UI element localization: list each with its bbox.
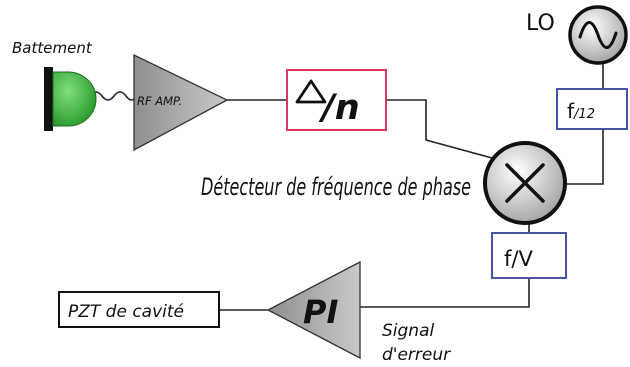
photodiode	[44, 67, 97, 131]
f12-label: f/12	[567, 99, 595, 123]
delta-icon	[295, 79, 327, 104]
sine-wave-icon	[578, 21, 618, 49]
f12-box	[556, 88, 628, 130]
wire-photodiode-to-amp	[89, 91, 137, 101]
rf-amplifier	[133, 53, 229, 152]
lo-label: LO	[526, 11, 555, 36]
detector-label: Détecteur de fréquence de phase	[201, 173, 471, 201]
error-signal-label-line2: d'erreur	[382, 345, 451, 365]
wire-fv-to-pi	[360, 278, 530, 308]
wire-divider-to-mixer	[386, 99, 493, 159]
fv-label: f/V	[504, 247, 533, 271]
photodiode-dome	[52, 71, 97, 127]
photodiode-base	[44, 67, 53, 131]
pzt-label: PZT de cavité	[68, 302, 184, 322]
divider-box	[286, 69, 387, 131]
pi-controller	[266, 260, 361, 360]
fv-block: f/V	[491, 232, 567, 279]
pzt-box	[58, 291, 220, 328]
divider-label: /n	[318, 88, 360, 128]
error-signal-label-line1: Signal	[382, 321, 434, 341]
pi-label: PI	[303, 293, 338, 331]
local-oscillator	[568, 5, 628, 65]
wire-f12-to-mixer	[566, 129, 604, 185]
battement-label: Battement	[12, 39, 93, 57]
frequency-divider: /n	[286, 69, 387, 131]
fv-box	[491, 232, 567, 279]
mixer-cross-icon	[505, 163, 545, 203]
mixer	[483, 141, 567, 225]
f12-block: f/12	[556, 88, 628, 130]
rf-amp-label: RF AMP.	[137, 94, 182, 108]
